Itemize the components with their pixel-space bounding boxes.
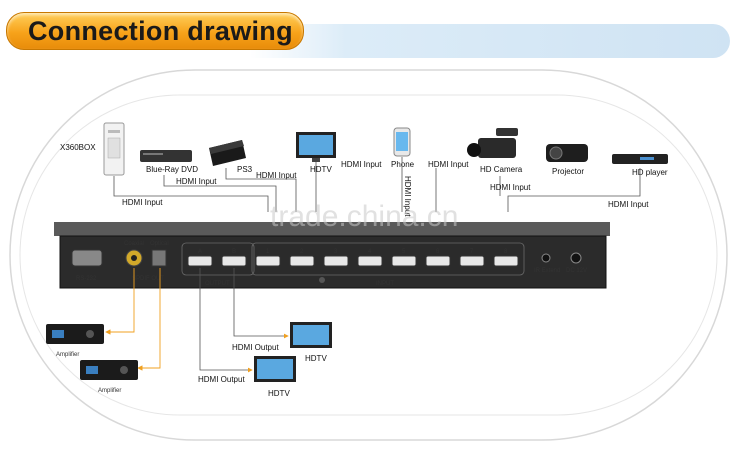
label-input-1: 1 — [266, 249, 270, 255]
title-pill — [6, 12, 304, 50]
label-bluray: Blue-Ray DVD — [146, 165, 198, 174]
label-optical: Optical — [150, 241, 169, 247]
header-bar — [0, 10, 737, 58]
label-phone: Phone — [391, 160, 415, 169]
ir-extend-jack — [541, 253, 551, 263]
amplifier-2-icon — [80, 360, 138, 380]
label-hdtv-out1: HDTV — [305, 354, 327, 363]
hdtv-out2-icon — [254, 356, 296, 382]
label-input-8: 8 — [504, 249, 508, 255]
label-hdmi-input-5: HDMI Input — [403, 176, 412, 217]
label-hdmi-input-6: HDMI Input — [428, 160, 469, 169]
header-band — [250, 24, 730, 58]
input-port-3 — [323, 255, 349, 267]
label-ps3: PS3 — [237, 165, 253, 174]
label-output: OUTPUT — [205, 281, 230, 287]
dc-jack — [570, 252, 582, 264]
label-input-6: 6 — [436, 249, 440, 255]
amplifier-1-icon — [46, 324, 104, 344]
matrix-panel: RS-232 Coaxial Optical SPDIF OUT A B OUT… — [54, 222, 610, 289]
label-output-a: A — [198, 249, 202, 255]
page-title: Connection drawing — [28, 16, 293, 46]
label-hdmi-output-2: HDMI Output — [198, 375, 245, 384]
audio-lines — [105, 268, 161, 371]
input-port-6 — [425, 255, 451, 267]
label-hdmi-input-7: HDMI Input — [490, 183, 531, 192]
input-lines — [113, 157, 641, 212]
input-port-7 — [459, 255, 485, 267]
label-projector: Projector — [552, 167, 584, 176]
label-spdif: SPDIF OUT — [132, 276, 164, 282]
output-port-b — [221, 255, 247, 267]
input-port-4 — [357, 255, 383, 267]
input-port-1 — [255, 255, 281, 267]
x360box-icon — [103, 122, 125, 176]
hd-camera-icon — [467, 128, 518, 158]
label-input-7: 7 — [470, 249, 474, 255]
label-ir-extend: IR Extend — [534, 268, 560, 274]
label-hdmi-input-4: HDMI Input — [341, 160, 382, 169]
label-hdtv-out2: HDTV — [268, 389, 290, 398]
hdtv-out1-icon — [290, 322, 332, 348]
output-lines — [199, 268, 289, 373]
input-port-2 — [289, 255, 315, 267]
label-amplifier-2: Amplifier — [98, 388, 121, 394]
optical-port — [151, 249, 167, 267]
label-hdmi-input-8: HDMI Input — [608, 200, 649, 209]
label-hdtv-top: HDTV — [310, 165, 332, 174]
label-dc: DC 12V — [566, 268, 587, 274]
bluray-icon — [140, 150, 192, 162]
outer-track — [9, 69, 728, 441]
output-port-a — [187, 255, 213, 267]
hdtv-top-icon — [296, 132, 336, 162]
label-output-b: B — [232, 249, 236, 255]
ps3-icon — [209, 140, 246, 166]
label-input-5: 5 — [402, 249, 406, 255]
label-input: INPUT — [376, 281, 394, 287]
hd-player-icon — [612, 154, 668, 164]
projector-icon — [546, 144, 588, 162]
watermark: trade.china.cn — [270, 200, 459, 233]
inner-track — [19, 94, 718, 416]
label-hd-player: HD player — [632, 168, 668, 177]
label-coaxial: Coaxial — [124, 241, 144, 247]
input-port-5 — [391, 255, 417, 267]
label-hdmi-input-3: HDMI Input — [256, 171, 297, 180]
label-hdmi-output-1: HDMI Output — [232, 343, 279, 352]
label-amplifier-1: Amplifier — [56, 352, 79, 358]
rs232-port — [71, 249, 103, 267]
label-hd-camera: HD Camera — [480, 165, 523, 174]
input-ports — [255, 255, 519, 267]
label-input-3: 3 — [334, 249, 338, 255]
label-input-4: 4 — [368, 249, 372, 255]
label-hdmi-input-2: HDMI Input — [176, 177, 217, 186]
label-input-2: 2 — [300, 249, 304, 255]
label-x360box: X360BOX — [60, 143, 96, 152]
label-hdmi-input-1: HDMI Input — [122, 198, 163, 207]
ir-sensor — [319, 277, 325, 283]
label-rs232: RS-232 — [76, 276, 97, 282]
phone-icon — [393, 127, 411, 157]
input-port-8 — [493, 255, 519, 267]
